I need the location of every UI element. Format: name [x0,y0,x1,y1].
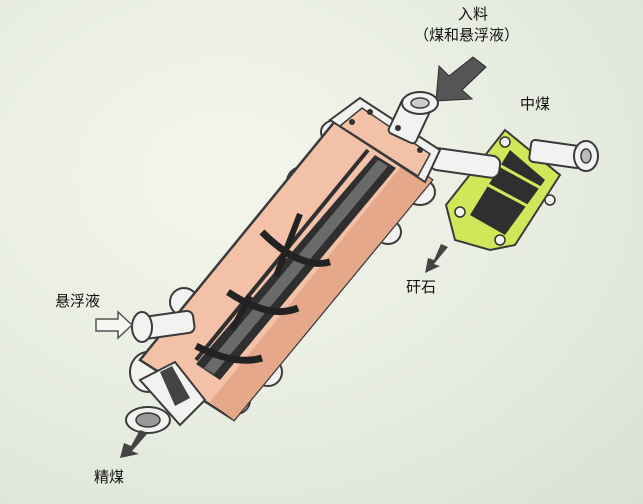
reject-label: 矸石 [406,276,436,297]
reject-arrow-icon [425,244,448,273]
clean-coal-arrow-icon [120,430,148,458]
clean-coal-label: 精煤 [94,466,124,487]
feed-label: 入料 [458,3,488,24]
suspension-label: 悬浮液 [55,290,100,311]
middling-label: 中煤 [520,93,550,114]
feed-arrow-icon [436,57,486,101]
suspension-arrow-icon [96,312,132,338]
middling-separator [446,130,598,250]
feed-sub-label: （煤和悬浮液） [414,24,519,45]
